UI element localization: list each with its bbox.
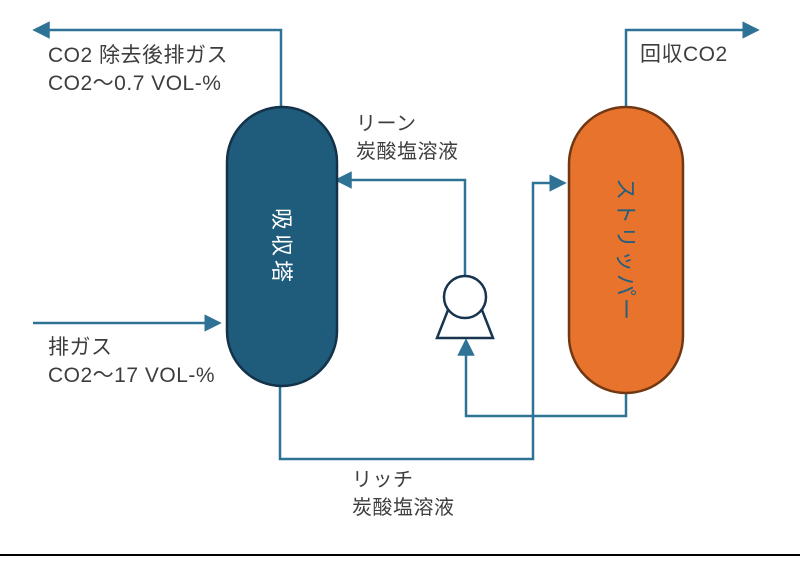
stripper-vessel: [567, 105, 685, 395]
rich-solution-label-line1: リッチ: [352, 469, 414, 491]
pump-outlet-line: [334, 171, 467, 277]
treated-gas-label-line1: CO2 除去後排ガス: [48, 44, 229, 67]
recovered-co2-line: [624, 21, 760, 107]
pump-body-circle: [442, 274, 488, 320]
rich-solution-label-line2: 炭酸塩溶液: [352, 497, 455, 519]
lean-solution-label: リーン 炭酸塩溶液: [356, 110, 459, 166]
rich-solution-label: リッチ 炭酸塩溶液: [352, 466, 455, 522]
rich-solution-line: [278, 174, 567, 461]
treated-gas-label: CO2 除去後排ガス CO2〜0.7 VOL-%: [48, 42, 228, 98]
lean-solution-label-line2: 炭酸塩溶液: [356, 141, 459, 163]
absorber-vessel: [225, 105, 339, 388]
recovered-co2-label: 回収CO2: [640, 43, 728, 66]
treated-gas-label-line2: CO2〜0.7 VOL-%: [48, 72, 222, 95]
stripper-label: ストリッパー: [613, 177, 638, 323]
pump-icon: [435, 274, 495, 340]
feed-gas-label: 排ガス CO2〜17 VOL-%: [48, 334, 215, 390]
bottom-rule: [0, 554, 800, 556]
absorber-label: 吸収塔: [269, 207, 294, 287]
feed-gas-label-line2: CO2〜17 VOL-%: [48, 364, 216, 387]
feed-gas-label-line1: 排ガス: [48, 336, 113, 359]
treated-gas-line: [32, 21, 283, 107]
lean-solution-line: [457, 338, 628, 418]
lean-solution-label-line1: リーン: [356, 113, 417, 135]
